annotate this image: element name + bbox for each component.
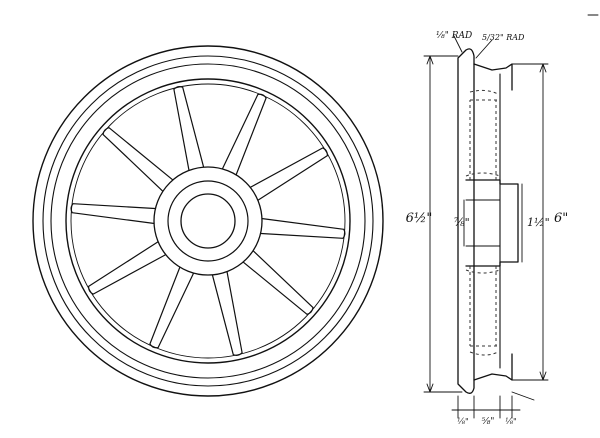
dimension-labels: ⅛" RAD 5/32" RAD 6½" 6" ⅞" 1½" ⅛" ⅝" ⅛" [406, 31, 569, 427]
leader-rad-fillet [475, 39, 493, 59]
outer-flange-circle [32, 45, 384, 397]
spoke [70, 203, 156, 224]
hidden-line [465, 172, 501, 177]
axle-bore-circle [180, 193, 236, 249]
hidden-line [470, 99, 498, 347]
flange-inner-circle [42, 55, 374, 387]
label-bore: ⅞" [454, 216, 470, 229]
label-rad-top: ⅛" RAD [436, 31, 472, 41]
label-width-hub: ⅝" [482, 417, 495, 427]
spoke [260, 218, 346, 239]
spoke [242, 250, 314, 315]
hub-boss-circle [167, 180, 249, 262]
spoke [222, 93, 267, 175]
hidden-line [469, 266, 497, 346]
dimension-lines [423, 35, 549, 419]
tread-circle [50, 63, 366, 379]
label-dia-tread: 6" [554, 211, 568, 226]
spoke [87, 241, 166, 295]
hidden-line [469, 100, 497, 180]
rim-profile-bottom [473, 353, 513, 381]
flange-face [457, 48, 475, 394]
hidden-line [469, 351, 499, 356]
spoke [211, 271, 243, 356]
spoke [102, 127, 174, 192]
label-width-rim: ⅛" [505, 417, 516, 426]
label-width-flange: ⅛" [457, 417, 468, 426]
rim-web-circle [70, 83, 346, 359]
spoke [173, 86, 205, 171]
rim-profile-top [473, 63, 513, 91]
dim-arrows [539, 63, 547, 381]
dim-arrows [426, 55, 434, 393]
spoke [250, 147, 329, 201]
label-dia-outer: 6½" [406, 211, 433, 226]
leader-rim [511, 391, 535, 401]
rim-inner-circle [65, 78, 351, 364]
hidden-line [465, 269, 501, 274]
wheel-front-view [32, 45, 384, 397]
hub-section [465, 179, 519, 267]
label-hub-dia: 1½" [527, 216, 550, 229]
hub-outer-circle [153, 166, 263, 276]
spoke [149, 267, 194, 349]
hidden-line [469, 89, 499, 95]
label-rad-fillet: 5/32" RAD [482, 33, 525, 42]
spoke-set [70, 86, 346, 356]
leader-rad-top [453, 35, 463, 53]
wheel-side-section [457, 48, 519, 394]
